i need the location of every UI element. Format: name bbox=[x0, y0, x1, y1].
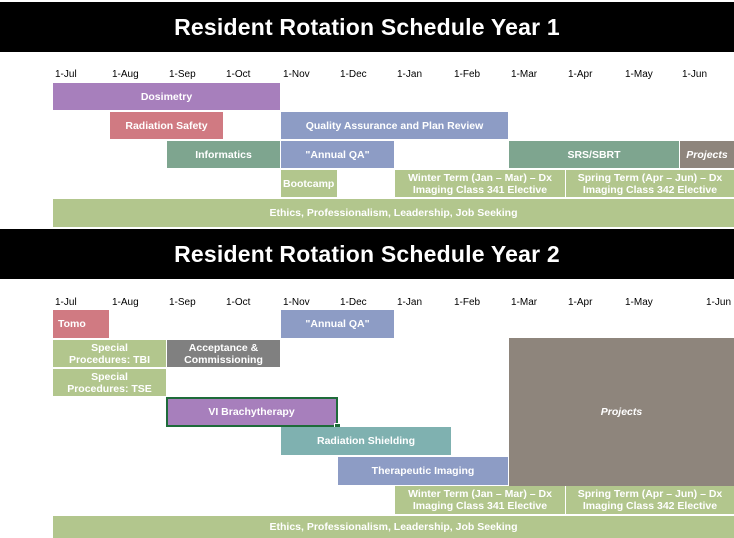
year1-month-label: 1-Jun bbox=[682, 69, 708, 80]
year2-month-label: 1-Sep bbox=[169, 297, 196, 308]
year1-block-projects[interactable]: Projects bbox=[680, 141, 734, 168]
year2-block-acceptance-commissioning[interactable]: Acceptance & Commissioning bbox=[167, 340, 281, 367]
year2-month-label: 1-Aug bbox=[112, 297, 139, 308]
year2-block-vi-brachytherapy[interactable]: VI Brachytherapy bbox=[166, 397, 338, 427]
year2-title-banner: Resident Rotation Schedule Year 2 bbox=[0, 229, 734, 279]
year1-block-bootcamp[interactable]: Bootcamp bbox=[281, 170, 338, 197]
year1-month-label: 1-Jul bbox=[55, 69, 77, 80]
year1-month-label: 1-Nov bbox=[283, 69, 310, 80]
year1-month-label: 1-Jan bbox=[397, 69, 423, 80]
year1-title: Resident Rotation Schedule Year 1 bbox=[174, 13, 560, 40]
year2-block-ethics[interactable]: Ethics, Professionalism, Leadership, Job… bbox=[53, 516, 734, 538]
year1-month-label: 1-May bbox=[625, 69, 653, 80]
year2-title: Resident Rotation Schedule Year 2 bbox=[174, 240, 560, 267]
year1-block-dosimetry[interactable]: Dosimetry bbox=[53, 83, 281, 110]
year1-month-label: 1-Mar bbox=[511, 69, 538, 80]
year1-month-label: 1-Oct bbox=[226, 69, 251, 80]
year1-block-radiation-safety[interactable]: Radiation Safety bbox=[110, 112, 224, 139]
year2-month-label: 1-Oct bbox=[226, 297, 251, 308]
year1-block-spring-term[interactable]: Spring Term (Apr – Jun) – Dx Imaging Cla… bbox=[566, 170, 734, 197]
year2-month-label: 1-Jul bbox=[55, 297, 77, 308]
year1-block-srs-sbrt[interactable]: SRS/SBRT bbox=[509, 141, 680, 168]
year2-block-winter-term[interactable]: Winter Term (Jan – Mar) – Dx Imaging Cla… bbox=[395, 486, 566, 514]
year1-month-label: 1-Aug bbox=[112, 69, 139, 80]
year1-month-label: 1-Feb bbox=[454, 69, 481, 80]
year2-month-label: 1-Apr bbox=[568, 297, 593, 308]
year1-block-qa-plan-review[interactable]: Quality Assurance and Plan Review bbox=[281, 112, 509, 139]
year2-block-special-tbi[interactable]: Special Procedures: TBI bbox=[53, 340, 167, 367]
year1-title-banner: Resident Rotation Schedule Year 1 bbox=[0, 2, 734, 52]
year2-month-label: 1-Jun bbox=[706, 297, 732, 308]
year1-month-label: 1-Dec bbox=[340, 69, 367, 80]
year2-month-label: 1-Dec bbox=[340, 297, 367, 308]
year2-month-label: 1-Feb bbox=[454, 297, 481, 308]
year1-block-informatics[interactable]: Informatics bbox=[167, 141, 281, 168]
year1-month-axis: 1-Jul 1-Aug 1-Sep 1-Oct 1-Nov 1-Dec 1-Ja… bbox=[0, 68, 734, 82]
year2-month-label: 1-May bbox=[625, 297, 653, 308]
year1-block-ethics[interactable]: Ethics, Professionalism, Leadership, Job… bbox=[53, 199, 734, 227]
year2-month-axis: 1-Jul 1-Aug 1-Sep 1-Oct 1-Nov 1-Dec 1-Ja… bbox=[0, 296, 734, 310]
year2-block-annual-qa[interactable]: "Annual QA" bbox=[281, 310, 395, 338]
year2-block-special-tse[interactable]: Special Procedures: TSE bbox=[53, 369, 167, 396]
year2-block-projects[interactable]: Projects bbox=[509, 338, 734, 486]
year2-block-therapeutic-imaging[interactable]: Therapeutic Imaging bbox=[338, 457, 509, 485]
year1-block-annual-qa[interactable]: "Annual QA" bbox=[281, 141, 395, 168]
year2-block-spring-term[interactable]: Spring Term (Apr – Jun) – Dx Imaging Cla… bbox=[566, 486, 734, 514]
year2-month-label: 1-Nov bbox=[283, 297, 310, 308]
year2-month-label: 1-Jan bbox=[397, 297, 423, 308]
year2-month-label: 1-Mar bbox=[511, 297, 538, 308]
year1-block-winter-term[interactable]: Winter Term (Jan – Mar) – Dx Imaging Cla… bbox=[395, 170, 566, 197]
year2-block-tomo[interactable]: Tomo bbox=[53, 310, 110, 338]
year1-month-label: 1-Apr bbox=[568, 69, 593, 80]
year1-month-label: 1-Sep bbox=[169, 69, 196, 80]
year2-block-radiation-shielding[interactable]: Radiation Shielding bbox=[281, 427, 452, 455]
